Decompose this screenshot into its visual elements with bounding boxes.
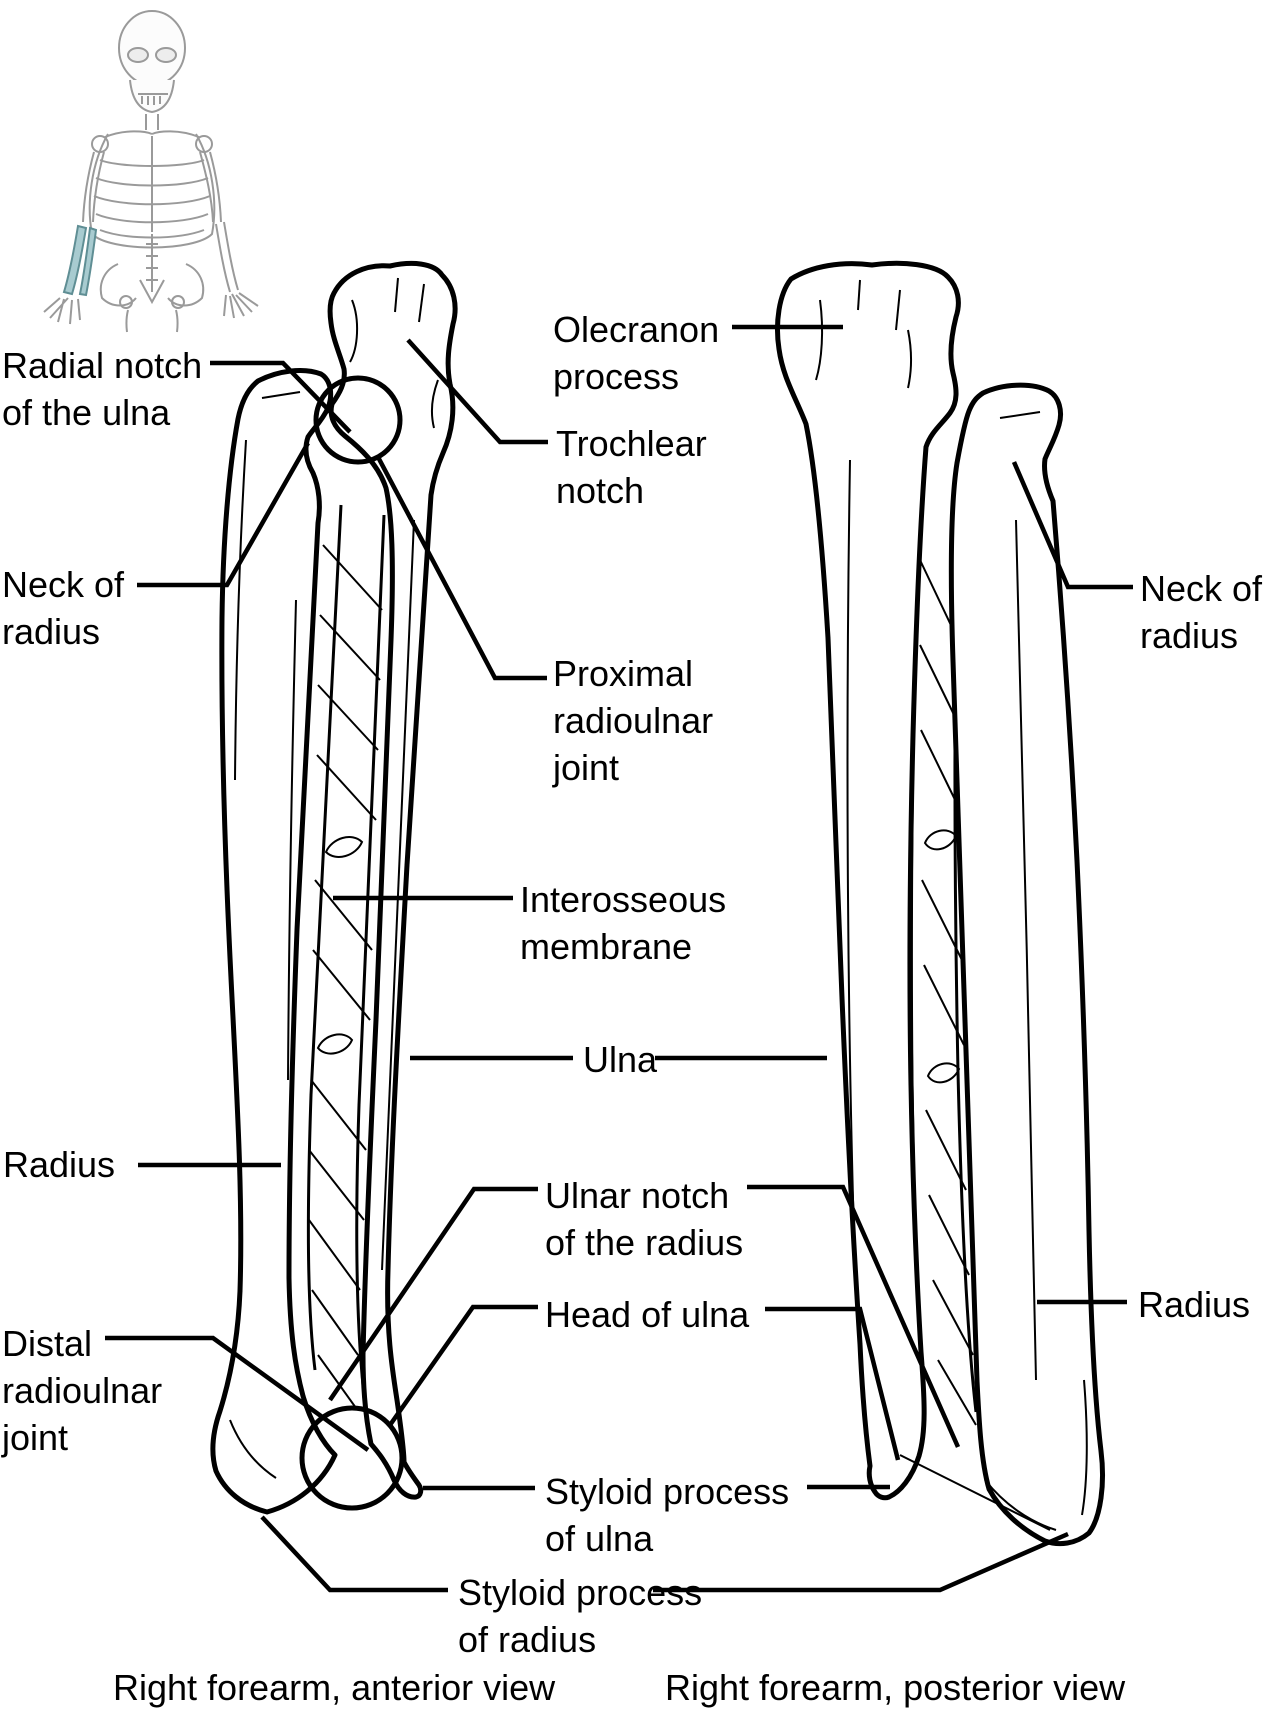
- label-olecranon-process: Olecranon process: [553, 309, 720, 397]
- posterior-ulna-bone: [775, 260, 961, 1501]
- leader-ulnar-notch-right: [747, 1184, 961, 1448]
- caption-anterior-view: Right forearm, anterior view: [113, 1667, 556, 1708]
- label-radial-notch-of-ulna: Radial notch of the ulna: [2, 345, 203, 433]
- leader-distal-radioulnar-joint: [105, 1335, 370, 1452]
- proximal-radioulnar-joint-circle: [313, 375, 403, 465]
- posterior-view-drawing: [775, 260, 1105, 1547]
- anterior-radius-bone: [210, 367, 338, 1515]
- label-styloid-process-of-radius: Styloid process of radius: [458, 1572, 703, 1660]
- leader-head-of-ulna-left: [388, 1304, 538, 1427]
- label-radius-right: Radius: [1138, 1284, 1251, 1325]
- skeleton-inset-left-hand: [43, 297, 81, 325]
- skeleton-inset-highlighted-forearm: [62, 224, 98, 297]
- leader-ulnar-notch-left: [328, 1186, 538, 1402]
- label-neck-of-radius-left: Neck of radius: [2, 564, 125, 652]
- skeleton-inset: [82, 10, 259, 333]
- leader-neck-of-radius-left: [137, 441, 310, 588]
- label-ulna: Ulna: [583, 1039, 658, 1080]
- leader-styloid-radius-right: [653, 1531, 1069, 1593]
- leader-proximal-radioulnar-joint: [376, 455, 547, 681]
- anterior-view-drawing: [210, 260, 458, 1515]
- anterior-ulna-bone: [327, 260, 458, 1500]
- label-distal-radioulnar-joint: Distal radioulnar joint: [2, 1323, 163, 1458]
- label-interosseous-membrane: Interosseous membrane: [520, 879, 727, 967]
- label-trochlear-notch: Trochlear notch: [556, 423, 707, 511]
- leader-radial-notch: [210, 360, 352, 434]
- leader-styloid-radius-left: [260, 1515, 448, 1593]
- leader-neck-of-radius-right: [1011, 461, 1133, 590]
- label-neck-of-radius-right: Neck of radius: [1140, 568, 1263, 656]
- interosseous-membrane-anterior: [306, 504, 386, 1409]
- leader-head-of-ulna-right: [765, 1306, 901, 1461]
- leader-lines: [105, 324, 1133, 1593]
- label-radius-left: Radius: [3, 1144, 116, 1185]
- leader-trochlear-notch: [406, 338, 548, 445]
- label-proximal-radioulnar-joint: Proximal radioulnar joint: [553, 653, 714, 788]
- caption-posterior-view: Right forearm, posterior view: [665, 1667, 1126, 1708]
- distal-radioulnar-joint-circle: [299, 1405, 405, 1511]
- label-ulnar-notch-of-radius: Ulnar notch of the radius: [545, 1175, 744, 1263]
- label-head-of-ulna: Head of ulna: [545, 1294, 750, 1335]
- label-styloid-process-of-ulna: Styloid process of ulna: [545, 1471, 790, 1559]
